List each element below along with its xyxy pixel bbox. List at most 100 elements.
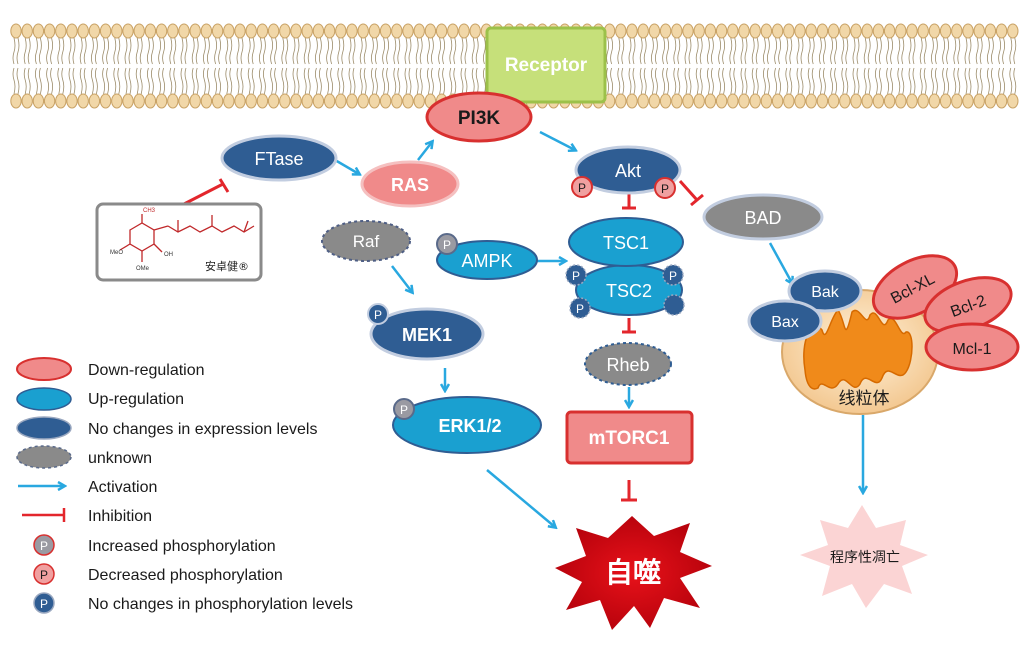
node-bax: Bax [747,299,823,343]
lipid-tail [453,37,457,65]
lipid-tail [774,37,777,65]
lipid-tail [72,67,76,95]
drug-atom-meo: MeO [110,250,123,256]
lipid-tail [740,67,744,95]
lipid-head [827,93,840,109]
lipid-head [984,23,997,39]
lipid-head [727,23,739,39]
lipid-tail [785,37,789,65]
lipid-head [290,93,302,109]
lipid-head [234,93,246,109]
lipid-tail [953,37,957,65]
lipid-tail [763,67,766,95]
lipid-tail [46,67,49,95]
lipid-tail [375,67,378,95]
tsc2-label: TSC2 [606,281,652,301]
arrow-ftase-ras [334,158,359,174]
svg-text:P: P [40,597,48,611]
lipid-tail [1013,67,1017,95]
drug-name: 安卓健® [205,259,249,273]
lipid-tail [270,37,273,65]
lipid-head [805,93,817,109]
autophagy-label: 自噬 [605,556,661,589]
lipid-tail [442,67,445,95]
drug-atom-ome: OMe [136,266,150,272]
lipid-tail [751,37,755,65]
lipid-tail [169,67,173,95]
lipid-head [424,23,437,39]
lipid-tail [819,37,822,65]
mek1-label: MEK1 [402,325,452,345]
lipid-tail [139,67,143,95]
lipid-head [637,23,649,39]
lipid-head [32,93,45,109]
lipid-tail [755,67,759,95]
lipid-tail [931,37,934,65]
lipid-head [335,23,347,39]
autophagy-burst: 自噬 [555,516,712,630]
lipid-head [659,23,672,39]
lipid-head [626,23,638,39]
lipid-tail [621,37,625,65]
lipid-head [917,93,929,109]
lipid-head [861,93,873,109]
lipid-tail [673,37,677,65]
drug-structure-box: CH3 MeO OH OMe 安卓健® [95,202,263,282]
lipid-head [872,23,885,39]
lipid-tail [655,67,658,95]
lipid-tail [79,67,83,95]
lipid-tail [935,37,938,65]
lipid-tail [666,67,669,95]
lipid-tail [274,37,277,65]
lipid-head [682,93,694,109]
lipid-tail [415,67,419,95]
lipid-tail [796,37,800,65]
legend-label-inhibition: Inhibition [88,508,152,525]
lipid-tail [35,37,38,65]
lipid-tail [789,37,793,65]
lipid-tail [464,37,468,65]
lipid-head [917,23,929,39]
lipid-head [357,23,369,39]
lipid-tail [292,37,296,65]
lipid-tail [259,67,262,95]
lipid-head [995,23,1008,39]
lipid-head [749,23,761,39]
lipid-tail [655,37,658,65]
lipid-head [391,23,403,39]
lipid-tail [464,67,468,95]
lipid-tail [158,67,161,95]
lipid-tail [987,37,990,65]
lipid-tail [471,37,475,65]
lipid-tail [393,67,397,95]
lipid-head [760,93,773,109]
lipid-tail [419,67,423,95]
inhibit-akt-tsc1 [622,194,636,210]
legend-swatch-p-nochange: P [33,592,55,614]
node-bak: Bak [787,269,863,313]
lipid-tail [823,37,826,65]
lipid-tail [908,37,912,65]
lipid-head [951,23,963,39]
lipid-head [301,93,313,109]
lipid-tail [606,67,609,95]
lipid-head [805,23,817,39]
lipid-tail [263,67,266,95]
lipid-tail [763,37,766,65]
lipid-head [301,23,313,39]
lipid-tail [841,37,845,65]
lipid-tail [684,37,688,65]
lipid-tail [27,37,31,65]
lipid-tail [852,67,856,95]
lipid-head [379,93,392,109]
ras-label: RAS [391,175,429,195]
svg-text:P: P [576,302,584,316]
apoptosis-label: 程序性凋亡 [830,550,900,566]
lipid-tail [95,67,98,95]
phospho-badge-akt-left: P [571,176,593,198]
lipid-tail [236,37,240,65]
lipid-head [715,23,728,39]
lipid-tail [251,37,255,65]
lipid-tail [315,67,318,95]
lipid-tail [91,67,94,95]
